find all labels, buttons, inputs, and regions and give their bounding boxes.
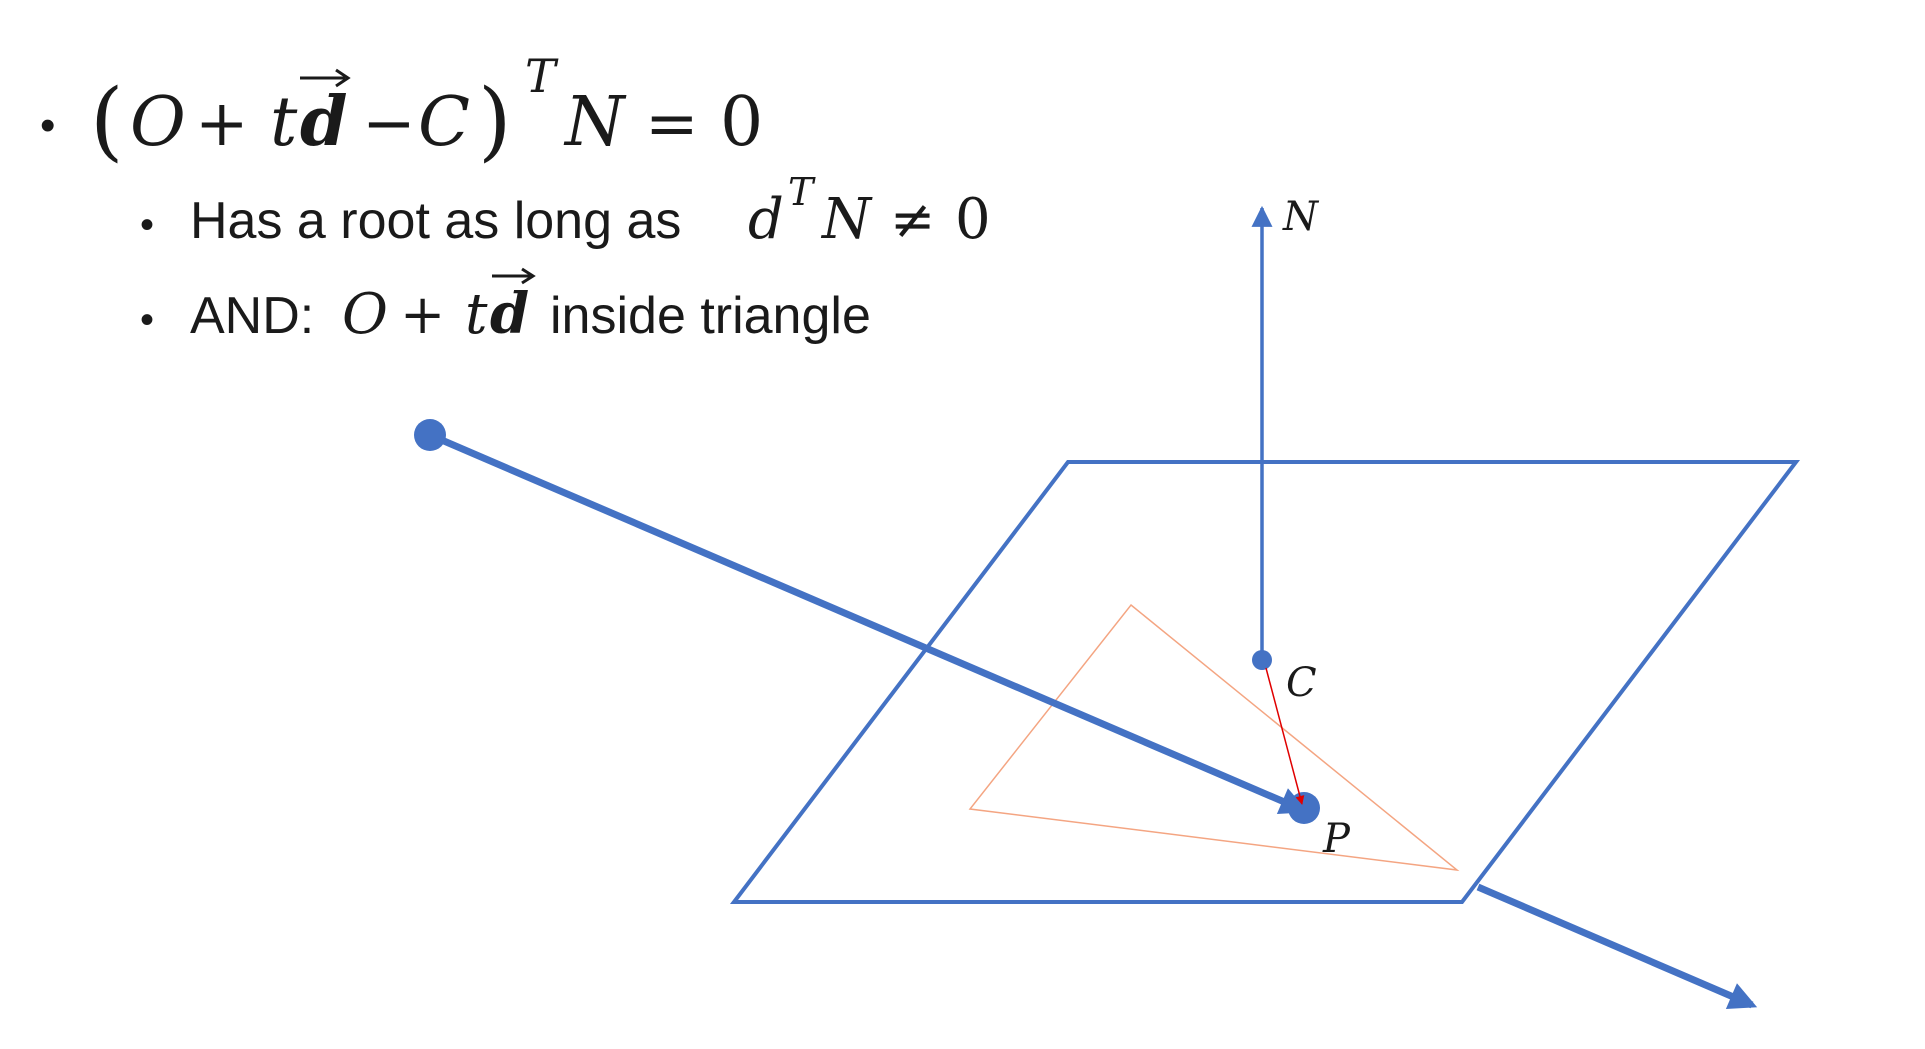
inside-triangle-text: inside triangle bbox=[550, 287, 871, 345]
intersection-label: P bbox=[1322, 816, 1351, 862]
d-symbol: d bbox=[748, 187, 784, 252]
center-label: C bbox=[1286, 660, 1317, 706]
zero-value: 0 bbox=[720, 83, 763, 162]
transpose-symbol-2: T bbox=[788, 170, 816, 214]
center-point bbox=[1252, 650, 1272, 670]
normal-label: N bbox=[1282, 194, 1320, 240]
direction-symbol: d bbox=[300, 82, 348, 162]
main-bullet: • bbox=[40, 101, 55, 150]
sub-bullet-root-condition: • Has a root as long as d T N ≠ 0 bbox=[140, 170, 991, 252]
transpose-symbol: T bbox=[525, 49, 559, 103]
t-symbol-2: t bbox=[465, 282, 488, 347]
minus-sign: − bbox=[362, 87, 416, 161]
vector-arrow-icon-2 bbox=[492, 267, 536, 285]
incoming-ray bbox=[428, 431, 1309, 815]
origin-symbol: O bbox=[130, 83, 186, 162]
vector-arrow-icon bbox=[300, 68, 351, 88]
intersection-point bbox=[1288, 792, 1320, 824]
root-condition-text: Has a root as long as bbox=[190, 192, 681, 250]
origin-symbol-2: O bbox=[342, 282, 388, 347]
center-to-point-vector bbox=[1265, 667, 1305, 805]
t-symbol: t bbox=[270, 83, 298, 162]
close-paren: ) bbox=[478, 71, 512, 171]
and-label: AND: bbox=[190, 287, 314, 345]
triangle bbox=[968, 603, 1460, 872]
plus-sign-2: + bbox=[400, 283, 445, 346]
normal-symbol-2: N bbox=[820, 187, 873, 252]
normal-symbol: N bbox=[563, 83, 627, 162]
main-equation: • ( O + t d − C ) T N = 0 bbox=[40, 49, 763, 171]
sub-bullet-inside-triangle: • AND: O + t d inside triangle bbox=[140, 267, 871, 347]
outgoing-ray bbox=[1476, 883, 1758, 1009]
equals-sign: = bbox=[645, 87, 699, 161]
zero-value-2: 0 bbox=[955, 187, 991, 252]
not-equal-sign: ≠ bbox=[890, 188, 935, 251]
sub-bullet-2: • bbox=[140, 298, 154, 342]
plane-parallelogram bbox=[729, 460, 1801, 904]
center-symbol: C bbox=[418, 83, 470, 162]
sub-bullet-1: • bbox=[140, 203, 154, 247]
ray-origin-point bbox=[414, 419, 446, 451]
direction-symbol-2: d bbox=[490, 281, 529, 347]
plus-sign: + bbox=[195, 87, 249, 161]
open-paren: ( bbox=[90, 71, 124, 171]
